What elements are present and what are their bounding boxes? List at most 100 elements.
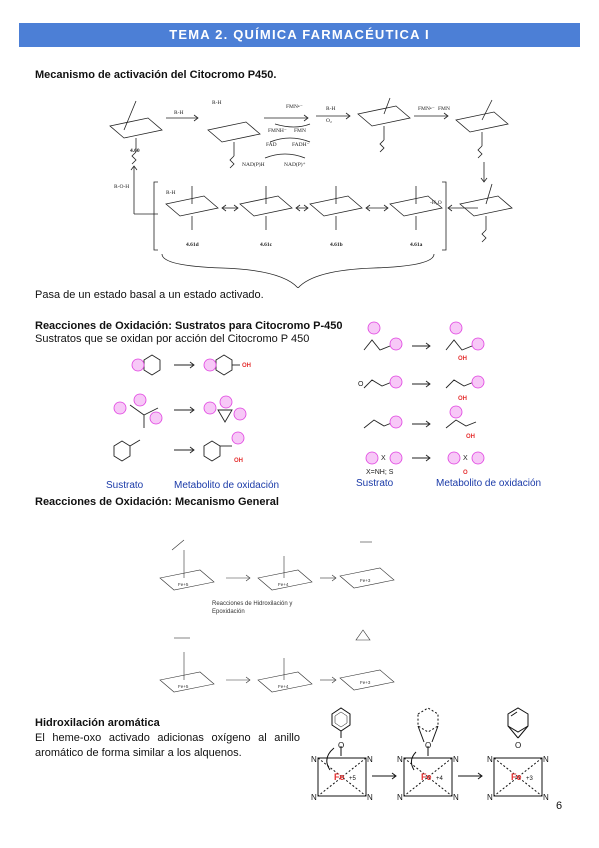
svg-text:X: X bbox=[381, 455, 386, 462]
arom-o-3: O bbox=[515, 741, 521, 750]
svg-text:OH: OH bbox=[234, 458, 243, 464]
arom-cage-2 bbox=[403, 757, 453, 797]
r-circle-1 bbox=[131, 358, 145, 372]
label-roh: R-O-H bbox=[114, 184, 129, 190]
arom-n-7: N bbox=[397, 793, 403, 802]
carbonyl-right bbox=[363, 379, 393, 389]
section1-heading: Mecanismo de activación del Citocromo P4… bbox=[35, 69, 277, 81]
porphyrin-3 bbox=[357, 97, 411, 153]
label-4-61d: 4.61d bbox=[186, 242, 199, 248]
benzene-1 bbox=[143, 354, 161, 376]
page-number: 6 bbox=[556, 800, 563, 812]
p450-mechanism-figure: R-H R-H FMN•⁻ FMNH⁻ FMN FAD FADH⁻ NAD(P)… bbox=[100, 86, 540, 288]
porphyrin-2 bbox=[207, 121, 261, 169]
section2-heading: Reacciones de Oxidación: Sustratos para … bbox=[35, 320, 343, 332]
mech-porph-2 bbox=[257, 569, 313, 591]
epoxide bbox=[217, 409, 233, 423]
porphyrin-4 bbox=[455, 99, 509, 159]
substrates-right-figure: OH OH OH O O X X X=NH; S Sustrato Metabo… bbox=[350, 318, 560, 493]
arom-ox4: +4 bbox=[436, 776, 444, 782]
label-fmn-2: FMN bbox=[438, 106, 450, 112]
alkene-right bbox=[363, 339, 391, 351]
label-o2: O₂ bbox=[326, 118, 332, 124]
section4-paragraph: El heme-oxo activado adicionas oxígeno a… bbox=[35, 732, 300, 759]
arom-n-9: N bbox=[487, 755, 493, 764]
svg-text:OH: OH bbox=[458, 356, 467, 362]
arom-benzene-oxide bbox=[507, 707, 529, 733]
label-fmn-rad-1: FMN•⁻ bbox=[286, 104, 303, 110]
arom-n-2: N bbox=[367, 755, 373, 764]
arom-n-12: N bbox=[543, 793, 549, 802]
label-h2o: -H₂O bbox=[430, 200, 442, 206]
arom-o-1: O bbox=[338, 741, 344, 750]
left-substrate-label: Sustrato bbox=[106, 480, 144, 491]
mech-fe3-bottom: Fe+3 bbox=[360, 680, 371, 685]
svg-text:O: O bbox=[463, 470, 468, 476]
porphyrin-4-61a bbox=[389, 186, 443, 230]
arom-ox3: +3 bbox=[526, 776, 534, 782]
r-circle-2 bbox=[203, 358, 217, 372]
arom-n-4: N bbox=[367, 793, 373, 802]
mech-fe5-bottom: Fe+5 bbox=[178, 684, 189, 689]
label-fmn-1: FMN bbox=[294, 128, 306, 134]
r-circle-3 bbox=[113, 401, 127, 415]
arom-ox5: +5 bbox=[349, 776, 357, 782]
x-note-label: X=NH; S bbox=[366, 469, 394, 476]
general-mechanism-figure: Fe+5 Fe+4 Fe+3 Fe+5 Fe+4 Fe+3 Reacciones… bbox=[150, 520, 400, 698]
mech-porph-3 bbox=[339, 567, 395, 589]
label-rh-4: R-H bbox=[166, 190, 176, 196]
mech-fe4-top: Fe+4 bbox=[278, 582, 289, 587]
label-4-61c: 4.61c bbox=[260, 242, 273, 248]
mech-fe3-top: Fe+3 bbox=[360, 578, 371, 583]
arom-n-10: N bbox=[543, 755, 549, 764]
arom-n-3: N bbox=[311, 793, 317, 802]
arom-fe-2: Fe bbox=[421, 772, 432, 782]
porphyrin-4-60 bbox=[109, 100, 163, 165]
right-substrate-label: Sustrato bbox=[356, 478, 394, 489]
benzene-4 bbox=[203, 440, 221, 462]
p450-mechanism-svg: R-H R-H FMN•⁻ FMNH⁻ FMN FAD FADH⁻ NAD(P)… bbox=[109, 97, 513, 288]
label-4-61a: 4.61a bbox=[410, 242, 423, 248]
section1-caption: Pasa de un estado basal a un estado acti… bbox=[35, 289, 264, 301]
left-metabolite-label: Metabolito de oxidación bbox=[174, 480, 279, 491]
mech-fe4-bottom: Fe+4 bbox=[278, 684, 289, 689]
porphyrin-4-61d bbox=[165, 186, 219, 230]
header-banner: TEMA 2. QUÍMICA FARMACÉUTICA I bbox=[19, 23, 580, 47]
section2-subtitle: Sustratos que se oxidan por acción del C… bbox=[35, 333, 310, 345]
arom-fe-3: Fe bbox=[511, 772, 522, 782]
arom-benzene-1 bbox=[331, 707, 351, 732]
arom-n-8: N bbox=[453, 793, 459, 802]
mech-porph-5 bbox=[257, 671, 313, 693]
mech-fe5-top: Fe+5 bbox=[178, 582, 189, 587]
r-circle-8 bbox=[233, 407, 247, 421]
svg-text:OH: OH bbox=[242, 363, 251, 369]
mech-porph-4 bbox=[159, 671, 215, 693]
r-circle-9 bbox=[231, 431, 245, 445]
arom-n-5: N bbox=[397, 755, 403, 764]
label-fmnh: FMNH⁻ bbox=[268, 128, 287, 134]
mech-caption: Reacciones de Hidroxilación y Epoxidació… bbox=[212, 601, 293, 615]
porphyrin-5 bbox=[459, 183, 513, 243]
right-metabolite-label: Metabolito de oxidación bbox=[436, 478, 541, 489]
label-fadh: FADH⁻ bbox=[292, 142, 310, 148]
label-4-60: 4.60 bbox=[130, 148, 140, 154]
label-rh-3: R-H bbox=[326, 106, 336, 112]
mech-porph-1 bbox=[159, 569, 215, 591]
label-rh-2: R-H bbox=[212, 100, 222, 106]
arom-cage-1 bbox=[317, 757, 367, 797]
alkyl-right bbox=[363, 419, 395, 429]
arom-n-6: N bbox=[453, 755, 459, 764]
substrates-left-figure: OH OH Sustrato Metabolito de oxidación bbox=[100, 350, 300, 495]
label-fad: FAD bbox=[266, 142, 277, 148]
arom-n-1: N bbox=[311, 755, 317, 764]
r-circle-4 bbox=[133, 393, 147, 407]
arom-cage-3 bbox=[493, 757, 543, 797]
arom-n-11: N bbox=[487, 793, 493, 802]
label-fmn-rad-2: FMN•⁻ bbox=[418, 106, 435, 112]
label-rh-1: R-H bbox=[174, 110, 184, 116]
r-circle-5 bbox=[149, 411, 163, 425]
label-nadp: NAD(P)⁺ bbox=[284, 161, 306, 168]
arom-o-2: O bbox=[425, 741, 431, 750]
porphyrin-4-61b bbox=[309, 186, 363, 230]
arom-fe-1: Fe bbox=[334, 772, 345, 782]
